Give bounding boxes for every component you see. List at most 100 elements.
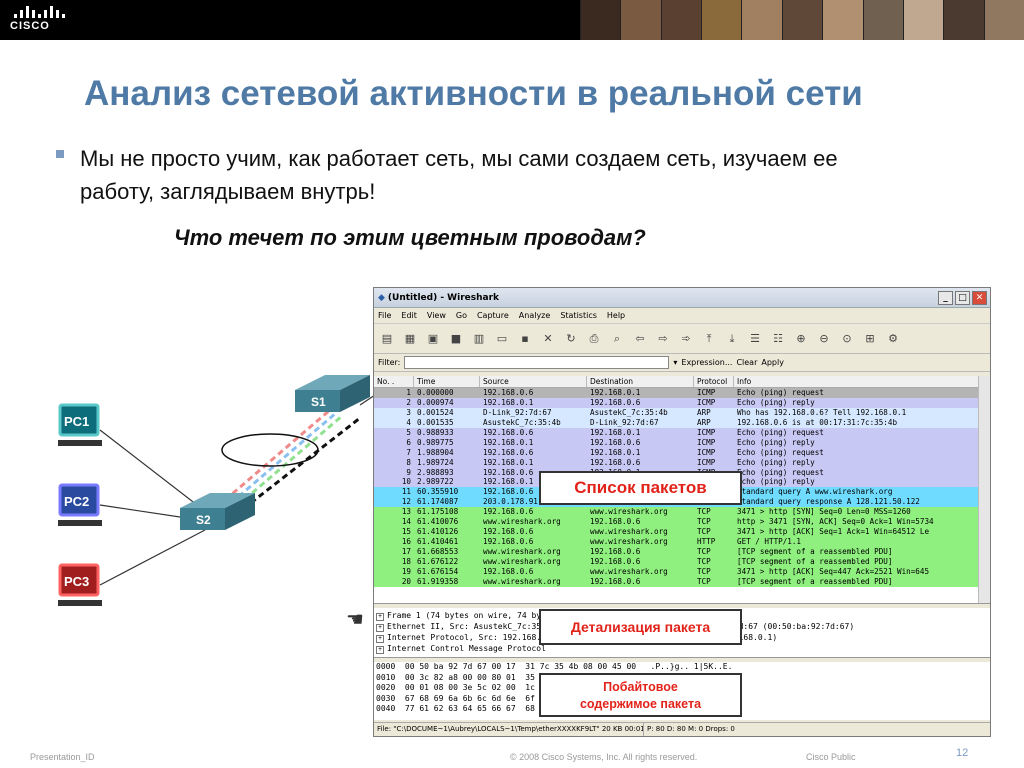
go-to-packet-icon[interactable]: ➾ [681,332,691,345]
window-titlebar[interactable]: ◆ (Untitled) - Wireshark _ □ ✕ [374,288,990,308]
zoom-out-icon[interactable]: ⊖ [819,332,829,345]
brand-name: CISCO [10,20,50,32]
column-no[interactable]: No. . [374,376,414,387]
device-label-pc3: PC3 [64,574,89,589]
preferences-icon[interactable]: ⚙ [888,332,898,345]
packet-cell-no: 18 [401,556,411,566]
clear-button[interactable]: Clear [736,358,758,367]
menu-file[interactable]: File [378,311,392,320]
footer-presentation-id: Presentation_ID [30,752,95,762]
filter-dropdown-icon[interactable]: ▾ [673,358,678,367]
column-time[interactable]: Time [414,376,480,387]
zoom-normal-icon[interactable]: ⊙ [842,332,852,345]
resize-columns-icon[interactable]: ⊞ [865,332,875,345]
forward-icon[interactable]: ⇨ [658,332,668,345]
menu-analyze[interactable]: Analyze [518,311,551,320]
menu-go[interactable]: Go [455,311,467,320]
packet-list-scrollbar[interactable] [978,376,990,603]
capture-options-icon[interactable]: ▦ [404,332,416,345]
restart-capture-icon[interactable]: ▥ [473,332,485,345]
footer-copyright: © 2008 Cisco Systems, Inc. All rights re… [510,752,698,762]
close-file-icon[interactable]: ✕ [543,332,553,345]
packet-cell-info: Echo (ping) reply [737,457,815,467]
packet-cell-time: 2.989722 [417,477,454,487]
filter-label: Filter: [378,358,401,367]
colorize-icon[interactable]: ☰ [750,332,760,345]
start-capture-icon[interactable]: ▣ [427,332,439,345]
apply-button[interactable]: Apply [761,358,784,367]
window-title: (Untitled) - Wireshark [387,292,500,303]
column-source[interactable]: Source [480,376,587,387]
detail-row[interactable]: +Internet Control Message Protocol [374,643,990,654]
last-packet-icon[interactable]: ⤓ [729,331,735,345]
menu-help[interactable]: Help [606,311,626,320]
expand-icon[interactable]: + [376,613,384,621]
network-diagram: S1 S2 PC1 PC2 PC3 [58,375,376,606]
packet-cell-src: 192.168.0.6 [483,527,534,537]
filter-input[interactable] [404,356,670,369]
packet-cell-no: 10 [401,477,411,487]
pc-pc3: PC3 [58,563,102,606]
status-packets: P: 80 D: 80 M: 0 Drops: 0 [647,725,735,733]
packet-cell-no: 9 [406,467,411,477]
pc-pc2: PC2 [58,483,102,526]
packet-cell-dst: 192.168.0.6 [590,397,641,407]
expand-icon[interactable]: + [376,624,384,632]
packet-cell-src: www.wireshark.org [483,547,561,556]
minimize-icon[interactable]: _ [938,290,953,305]
expand-icon[interactable]: + [376,646,384,654]
packet-cell-time: 0.000000 [417,388,454,397]
packet-cell-info: GET / HTTP/1.1 [737,537,802,547]
packet-cell-src: www.wireshark.org [483,517,561,527]
menu-capture[interactable]: Capture [476,311,509,320]
expand-icon[interactable]: + [376,635,384,643]
packet-cell-proto: TCP [697,547,711,556]
first-packet-icon[interactable]: ⤒ [706,331,712,345]
menu-statistics[interactable]: Statistics [560,311,597,320]
maximize-icon[interactable]: □ [955,290,970,305]
find-icon[interactable]: ⌕ [613,331,621,345]
packet-cell-time: 0.000974 [417,397,454,407]
back-icon[interactable]: ⇦ [635,332,645,345]
menu-edit[interactable]: Edit [401,311,417,320]
stop-capture-icon[interactable]: ■ [450,332,462,345]
header-bar: CISCO [0,0,1024,40]
print-icon[interactable]: ⎙ [589,331,599,345]
autoscroll-icon[interactable]: ☷ [773,332,783,345]
detail-row[interactable]: +Frame 1 (74 bytes on wire, 74 bytes cap… [374,610,990,621]
save-icon[interactable]: ▪ [521,332,529,345]
packet-cell-no: 1 [406,388,411,397]
close-icon[interactable]: ✕ [972,290,987,305]
expression-button[interactable]: Expression... [681,358,733,367]
reload-icon[interactable]: ↻ [566,332,576,345]
packet-cell-src: 192.168.0.6 [483,467,534,477]
switch-s1: S1 [295,375,370,412]
menu-view[interactable]: View [426,311,446,320]
zoom-in-icon[interactable]: ⊕ [796,332,806,345]
packet-cell-no: 8 [406,457,411,467]
column-destination[interactable]: Destination [587,376,694,387]
packet-cell-proto: TCP [697,527,711,537]
column-info[interactable]: Info [734,376,990,387]
callout-packet-list: Список пакетов [539,471,742,505]
column-protocol[interactable]: Protocol [694,376,734,387]
bullet-text: Мы не просто учим, как работает сеть, мы… [80,146,838,204]
open-icon[interactable]: ▭ [496,332,508,345]
interfaces-icon[interactable]: ▤ [381,332,393,345]
